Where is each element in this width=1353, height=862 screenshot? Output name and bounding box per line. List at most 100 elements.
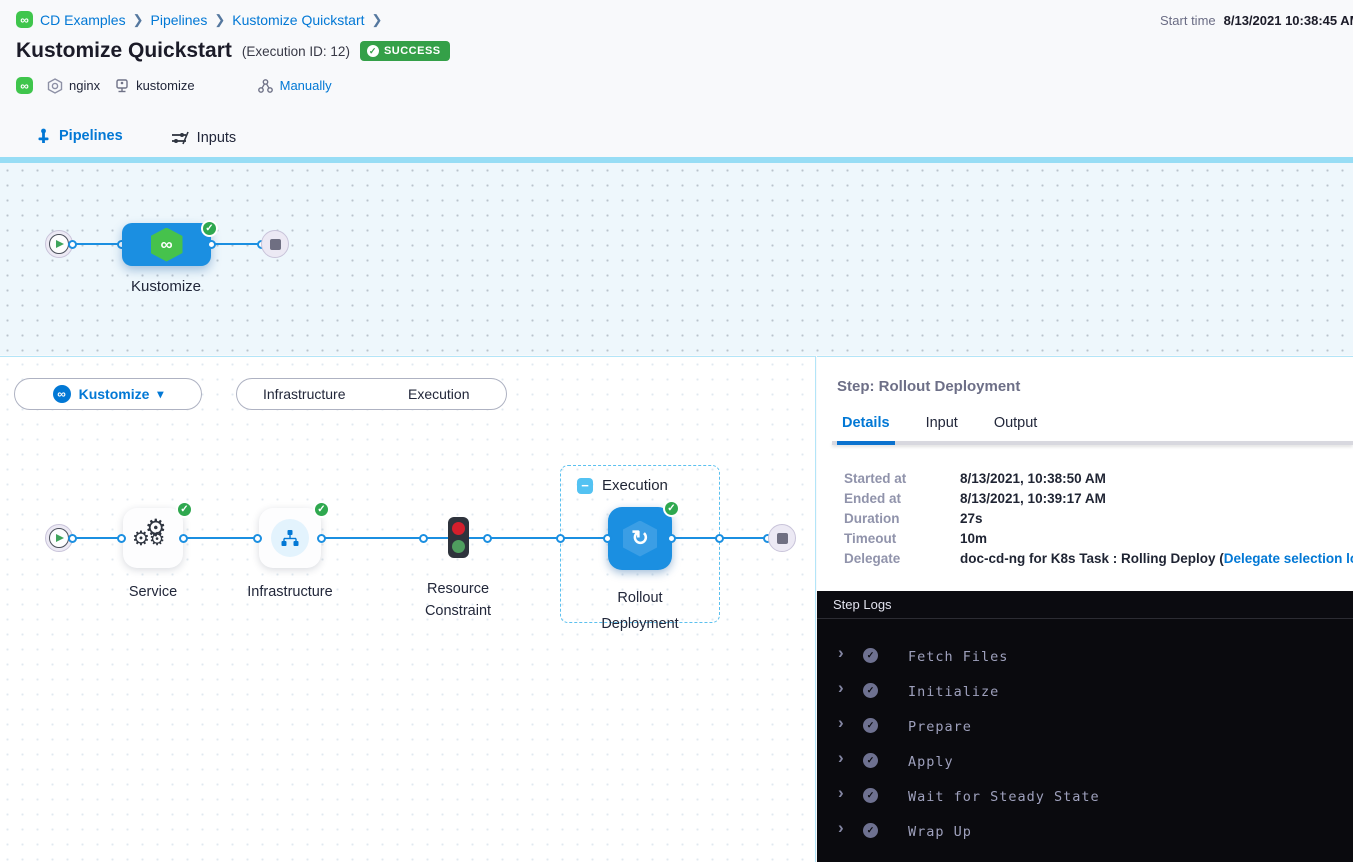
tags-row: ∞ nginx kustomize Manually (16, 77, 332, 94)
execution-group-box (560, 465, 720, 623)
success-check-icon: ✓ (313, 501, 330, 518)
execution-group-header: − Execution (577, 477, 668, 494)
expand-chevron-icon[interactable]: › (838, 818, 844, 837)
log-success-icon: ✓ (863, 683, 878, 698)
step-logs-panel: Step Logs › ✓ Fetch Files › ✓ Initialize… (817, 591, 1353, 862)
trigger-icon (257, 78, 274, 94)
stage-label: Kustomize (130, 278, 202, 295)
detail-label: Started at (844, 471, 907, 486)
step-label: Rollout Deployment (601, 590, 679, 632)
step-node-infrastructure[interactable] (259, 508, 321, 568)
log-entry-label: Apply (908, 754, 954, 770)
stop-icon (776, 532, 788, 544)
connector-dot (483, 534, 492, 543)
rollout-icon: ↻ (623, 520, 657, 557)
tab-details[interactable]: Details (842, 415, 890, 431)
connector-dot (68, 240, 77, 249)
tab-input[interactable]: Input (925, 415, 958, 431)
detail-value: 27s (960, 511, 983, 526)
breadcrumb-cd-examples[interactable]: CD Examples (40, 11, 126, 28)
detail-row-delegate: Delegate doc-cd-ng for K8s Task : Rollin… (844, 551, 1353, 566)
step-node-rollout-deployment[interactable]: ↻ (608, 507, 672, 570)
environment-icon (47, 77, 63, 94)
step-label: Service (128, 584, 178, 600)
tab-inputs[interactable]: Inputs (161, 115, 247, 161)
step-logs-header: Step Logs (817, 591, 1353, 619)
stage-end-node[interactable] (768, 524, 796, 552)
tab-pipelines-label: Pipelines (59, 128, 123, 144)
connector-dot (715, 534, 724, 543)
connector-dot (117, 534, 126, 543)
harness-cd-icon: ∞ (16, 77, 33, 94)
step-label: Infrastructure (247, 584, 333, 600)
collapse-icon[interactable]: − (577, 477, 593, 494)
delegate-selection-logs-link[interactable]: Delegate selection logs (1223, 551, 1353, 566)
step-node-resource-constraint[interactable] (448, 517, 469, 558)
step-panel-tabs: Details Input Output (842, 415, 1037, 431)
service-gears-icon: ⚙⚙⚙ (132, 515, 167, 550)
environment-name: nginx (69, 78, 101, 93)
expand-chevron-icon[interactable]: › (838, 783, 844, 802)
play-icon (49, 528, 69, 548)
success-check-icon: ✓ (201, 220, 218, 237)
connector-dot (603, 534, 612, 543)
step-node-service[interactable]: ⚙⚙⚙ (123, 508, 183, 568)
stage-node-kustomize[interactable]: ∞ (122, 223, 211, 266)
status-badge-label: SUCCESS (383, 45, 441, 57)
pipeline-end-node[interactable] (261, 230, 289, 258)
service-tag: kustomize (114, 78, 195, 94)
execution-graph-canvas[interactable]: ∞ Kustomize ▾ Infrastructure Execution −… (0, 356, 816, 862)
breadcrumb-pipelines[interactable]: Pipelines (150, 11, 208, 28)
environment-tag: nginx (47, 77, 101, 94)
red-light-icon (452, 522, 465, 535)
expand-chevron-icon[interactable]: › (838, 643, 844, 662)
expand-chevron-icon[interactable]: › (838, 748, 844, 767)
success-check-icon: ✓ (176, 501, 193, 518)
chevron-right-icon: ❯ (132, 11, 144, 27)
stage-selector-dropdown[interactable]: ∞ Kustomize ▾ (14, 378, 202, 410)
log-entry-label: Initialize (908, 684, 1000, 700)
toggle-execution[interactable]: Execution (408, 386, 470, 402)
expand-chevron-icon[interactable]: › (838, 678, 844, 697)
tab-output[interactable]: Output (993, 415, 1038, 431)
log-success-icon: ✓ (863, 823, 878, 838)
detail-row-duration: Duration 27s (844, 511, 983, 526)
step-details-panel: Step: Rollout Deployment Details Input O… (817, 356, 1353, 862)
connector-dot (253, 534, 262, 543)
tab-pipelines[interactable]: Pipelines (26, 115, 133, 161)
stage-selector-label: Kustomize (78, 386, 150, 402)
main-tabs: Pipelines Inputs (26, 115, 246, 161)
infrastructure-icon (271, 519, 309, 557)
title-row: Kustomize Quickstart (Execution ID: 12) … (16, 39, 450, 63)
detail-label: Duration (844, 511, 900, 526)
pipelines-icon (38, 128, 49, 143)
phase-toggle: Infrastructure Execution (236, 378, 507, 410)
harness-cd-icon: ∞ (16, 11, 33, 28)
log-entry-label: Fetch Files (908, 649, 1009, 665)
detail-label: Delegate (844, 551, 901, 566)
stop-icon (269, 238, 281, 250)
log-success-icon: ✓ (863, 648, 878, 663)
toggle-infrastructure[interactable]: Infrastructure (263, 386, 346, 402)
detail-value: 10m (960, 531, 988, 546)
trigger-tag: Manually (257, 78, 332, 94)
detail-label: Ended at (844, 491, 902, 506)
connector-dot (419, 534, 428, 543)
chevron-right-icon: ❯ (214, 11, 226, 27)
tab-inputs-label: Inputs (196, 130, 237, 146)
breadcrumb-kustomize-quickstart[interactable]: Kustomize Quickstart (232, 11, 365, 28)
expand-chevron-icon[interactable]: › (838, 713, 844, 732)
inputs-icon (171, 131, 189, 144)
stage-graph-canvas[interactable]: ∞ ✓ Kustomize (0, 163, 1353, 355)
connector-dot (179, 534, 188, 543)
connector-dot (207, 240, 216, 249)
breadcrumb: ∞ CD Examples ❯ Pipelines ❯ Kustomize Qu… (16, 11, 382, 28)
status-badge: ✓ SUCCESS (359, 41, 450, 61)
detail-row-timeout: Timeout 10m (844, 531, 987, 546)
success-check-icon: ✓ (663, 500, 680, 517)
chevron-down-icon: ▾ (157, 387, 164, 401)
trigger-link[interactable]: Manually (279, 78, 332, 93)
detail-value: doc-cd-ng for K8s Task : Rolling Deploy … (960, 551, 1353, 566)
step-label: Resource Constraint (424, 581, 492, 619)
connector-dot (68, 534, 77, 543)
